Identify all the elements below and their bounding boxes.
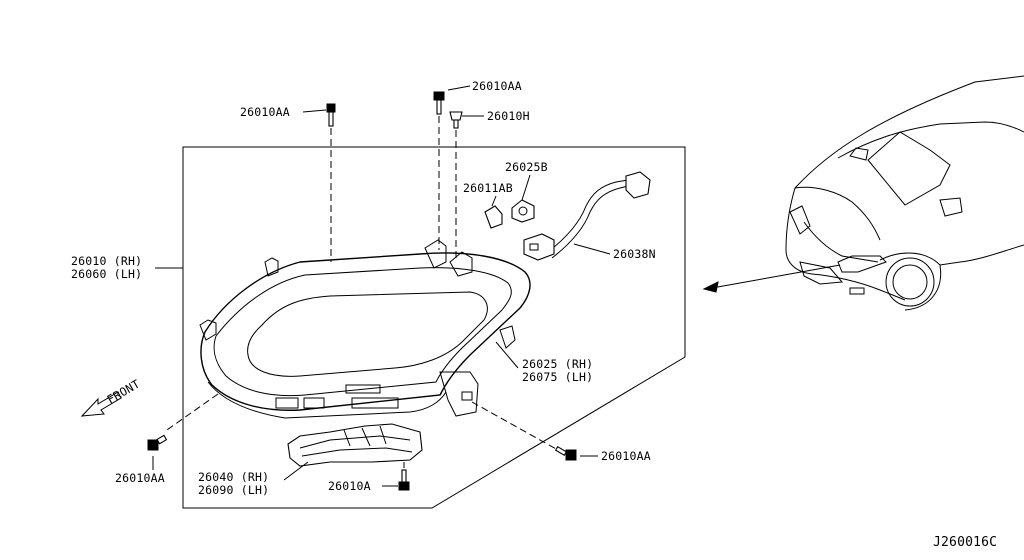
headlamp-assembly xyxy=(199,239,531,419)
label-housing-lh: 26075 (LH) xyxy=(522,370,593,384)
label-bolt-top-right: 26010AA xyxy=(472,79,522,93)
bolt-icon-bottom-right xyxy=(554,446,577,461)
label-bolt-top-left: 26010AA xyxy=(240,105,290,119)
assembly-frame xyxy=(182,146,686,509)
bolt-icon-top-left xyxy=(326,103,336,127)
label-bracket-lh: 26090 (LH) xyxy=(198,483,269,497)
vehicle-silhouette xyxy=(785,75,1024,311)
front-indicator-label: FRONT xyxy=(105,377,143,407)
front-arrow-icon xyxy=(80,391,122,417)
label-headlamp-lh: 26060 (LH) xyxy=(71,267,142,281)
label-housing-rh: 26025 (RH) xyxy=(522,357,593,371)
label-bolt-bottom-center: 26010A xyxy=(328,479,371,493)
bolt-icon-bottom-left xyxy=(147,434,168,451)
harness-part xyxy=(523,171,651,261)
bulb-part xyxy=(484,199,535,229)
installation-lines xyxy=(163,116,559,468)
label-bulb-ab: 26011AB xyxy=(463,181,513,195)
diagram-code: J260016C xyxy=(933,535,997,550)
bolt-icon-top-right xyxy=(433,91,445,115)
label-bulb-b: 26025B xyxy=(505,160,548,174)
bracket-part xyxy=(287,423,423,467)
label-clip-top: 26010H xyxy=(487,109,530,123)
label-bolt-bottom-right: 26010AA xyxy=(601,449,651,463)
bolt-icon-bottom-center xyxy=(398,469,410,491)
label-bracket-rh: 26040 (RH) xyxy=(198,470,269,484)
label-headlamp-rh: 26010 (RH) xyxy=(71,254,142,268)
label-bolt-bottom-left: 26010AA xyxy=(115,471,165,485)
leader-lines xyxy=(152,85,611,487)
label-harness: 26038N xyxy=(613,247,656,261)
location-arrow xyxy=(702,264,841,293)
clip-icon-top xyxy=(449,111,463,129)
